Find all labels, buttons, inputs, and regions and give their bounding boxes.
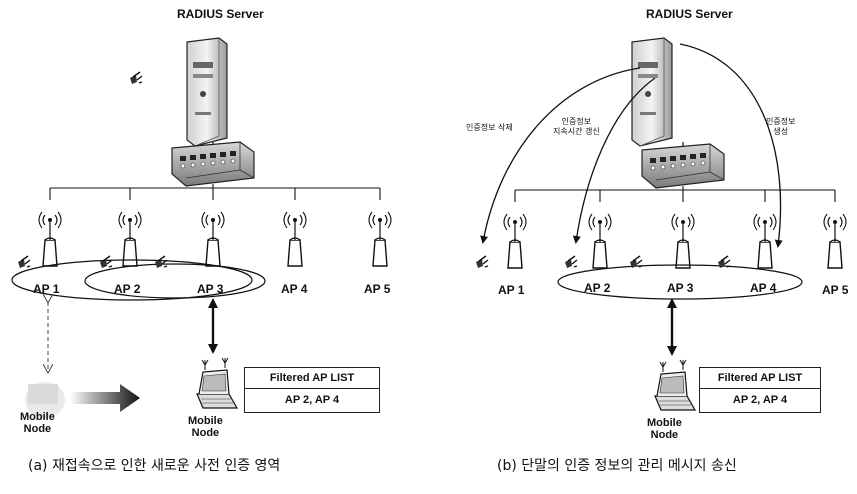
table-header: Filtered AP LIST — [245, 368, 379, 389]
caption: (a) 재접속으로 인한 새로운 사전 인증 영역 — [28, 455, 280, 475]
ap-label: AP 2 — [584, 281, 610, 295]
access-point-icon — [589, 214, 611, 268]
server-title: RADIUS Server — [646, 7, 733, 21]
ap-label: AP 2 — [114, 282, 140, 296]
key-icon — [18, 256, 30, 268]
access-point-icon — [39, 212, 61, 266]
switch-icon — [642, 144, 724, 188]
mobile-node-label: Mobile Node — [188, 415, 223, 439]
movement-arrow — [70, 384, 140, 412]
table-value: AP 2, AP 4 — [700, 389, 820, 411]
radius-server-icon — [187, 38, 227, 146]
annotation-delete: 인증정보 삭제 — [466, 123, 513, 133]
panel-a-graphics — [12, 38, 391, 418]
ap-label: AP 4 — [750, 281, 776, 295]
laptop-icon — [197, 358, 237, 408]
mobile-node-label: Mobile Node — [647, 417, 682, 441]
switch-icon — [172, 142, 254, 186]
key-icon — [476, 256, 488, 268]
arrow-delete — [483, 68, 640, 242]
access-point-icon — [119, 212, 141, 266]
panel-b-graphics — [476, 38, 846, 410]
filtered-ap-table: Filtered AP LIST AP 2, AP 4 — [699, 367, 821, 413]
laptop-icon — [655, 360, 695, 410]
table-header: Filtered AP LIST — [700, 368, 820, 389]
server-title: RADIUS Server — [177, 7, 264, 21]
ap-label: AP 5 — [822, 283, 848, 297]
caption: (b) 단말의 인증 정보의 관리 메시지 송신 — [497, 455, 737, 475]
annotation-create: 인증정보 생성 — [766, 117, 795, 137]
access-point-icon — [369, 212, 391, 266]
key-icon — [718, 256, 730, 268]
access-point-icon — [504, 214, 526, 268]
ap-label: AP 3 — [197, 282, 223, 296]
access-point-icon — [284, 212, 306, 266]
annotation-renew: 인증정보 지속시간 갱신 — [553, 117, 600, 137]
key-icon — [130, 72, 142, 84]
key-icon — [100, 256, 112, 268]
access-point-icon — [672, 214, 694, 268]
key-icon — [630, 256, 642, 268]
ap-label: AP 1 — [33, 282, 59, 296]
ap-label: AP 1 — [498, 283, 524, 297]
ap-label: AP 4 — [281, 282, 307, 296]
access-point-icon — [824, 214, 846, 268]
key-icon — [565, 256, 577, 268]
ap-label: AP 5 — [364, 282, 390, 296]
key-icon — [155, 256, 167, 268]
table-value: AP 2, AP 4 — [245, 389, 379, 411]
ap-label: AP 3 — [667, 281, 693, 295]
access-point-icon — [754, 214, 776, 268]
filtered-ap-table: Filtered AP LIST AP 2, AP 4 — [244, 367, 380, 413]
access-point-icon — [202, 212, 224, 266]
mobile-node-label: Mobile Node — [20, 411, 55, 435]
